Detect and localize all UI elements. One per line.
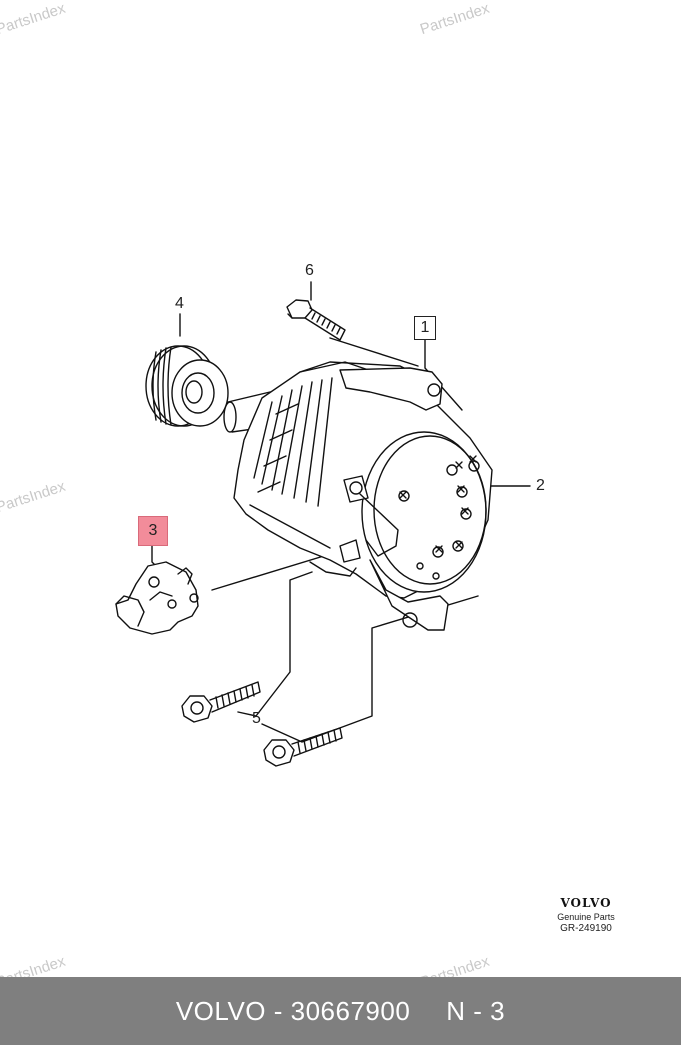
callout-1[interactable]: 1 bbox=[414, 316, 436, 340]
leader-line-5 bbox=[237, 571, 313, 717]
volvo-logo: VOLVO bbox=[560, 896, 612, 910]
callout-5[interactable]: 5 bbox=[252, 710, 261, 727]
pulley-4-drawing bbox=[145, 345, 229, 427]
callout-6[interactable]: 6 bbox=[305, 262, 314, 279]
callout-4[interactable]: 4 bbox=[175, 295, 184, 312]
leader-line-1b bbox=[329, 337, 419, 367]
leader-line-5b bbox=[261, 595, 479, 743]
diagram-code: GR-249190 bbox=[560, 923, 612, 934]
callout-3-highlighted[interactable]: 3 bbox=[138, 516, 168, 546]
brand-block: VOLVO Genuine Parts GR-249190 bbox=[548, 896, 624, 934]
bolt-5b-drawing bbox=[263, 727, 343, 767]
leader-line-1 bbox=[424, 339, 463, 411]
position-label: N - 3 bbox=[446, 995, 506, 1026]
regulator-3-drawing bbox=[115, 561, 199, 635]
part-number-label: VOLVO - 30667900 bbox=[175, 995, 411, 1026]
callout-2[interactable]: 2 bbox=[536, 477, 545, 494]
alternator-2-drawing bbox=[223, 361, 493, 631]
bolt-6-drawing bbox=[286, 299, 346, 341]
footer-bar: VOLVO - 30667900 N - 3 bbox=[0, 977, 681, 1045]
bolt-5a-drawing bbox=[181, 681, 261, 723]
brand-subtitle: Genuine Parts bbox=[557, 912, 615, 922]
